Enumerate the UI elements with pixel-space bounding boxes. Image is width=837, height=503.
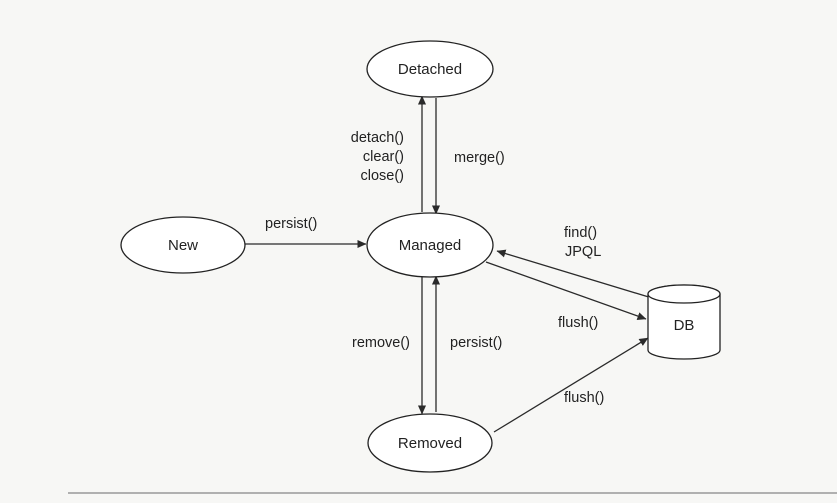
find-arrow	[496, 249, 653, 299]
detach-label: detach()	[351, 130, 404, 146]
find-label: find()	[564, 225, 597, 241]
db-cylinder: DB	[647, 284, 721, 360]
db-label: DB	[674, 317, 695, 334]
flush-managed-label: flush()	[558, 315, 598, 331]
new-state-label: New	[168, 237, 198, 254]
jpql-label: JPQL	[565, 244, 601, 260]
flush-removed-label: flush()	[564, 390, 604, 406]
flush-removed-arrow	[493, 337, 649, 433]
detached-state-label: Detached	[398, 61, 462, 78]
detached-state: Detached	[366, 40, 494, 98]
clear-label: clear()	[363, 149, 404, 165]
remove-label: remove()	[352, 335, 410, 351]
persist-removed-label: persist()	[450, 335, 502, 351]
detach-labels: detach() clear() close()	[351, 130, 404, 184]
new-state: New	[120, 216, 246, 274]
flush-managed-arrow	[485, 261, 647, 320]
close-label: close()	[360, 168, 404, 184]
persist-new-label: persist()	[265, 216, 317, 232]
removed-state: Removed	[367, 413, 493, 473]
merge-label: merge()	[454, 150, 505, 166]
managed-state: Managed	[366, 212, 494, 278]
removed-state-label: Removed	[398, 435, 462, 452]
find-labels: find() JPQL	[564, 225, 601, 260]
managed-state-label: Managed	[399, 237, 462, 254]
